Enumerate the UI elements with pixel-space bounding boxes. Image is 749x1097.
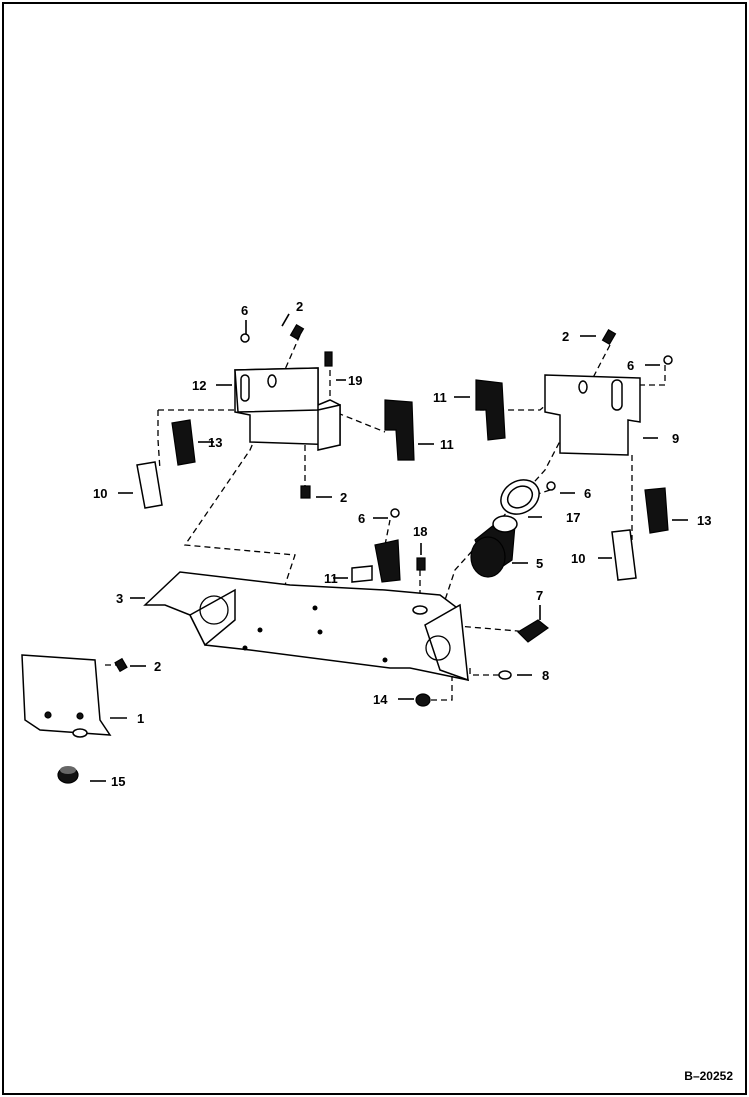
callout-3: 3 [116, 591, 123, 606]
part-15-grommet [57, 766, 79, 784]
part-6-screws [240, 333, 673, 518]
callout-19: 19 [348, 373, 362, 388]
callout-10: 10 [571, 551, 585, 566]
callout-2: 2 [296, 299, 303, 314]
callout-17: 17 [566, 510, 580, 525]
callout-1: 1 [137, 711, 144, 726]
callout-2: 2 [562, 329, 569, 344]
callout-18: 18 [413, 524, 427, 539]
part-7-clip [517, 619, 550, 643]
part-9-right-bracket [544, 374, 641, 456]
part-2-bolts [114, 323, 617, 673]
part-17-seal-ring [500, 479, 540, 515]
callout-labels: 1 2 2 2 2 3 5 6 6 6 6 7 8 9 10 10 11 11 … [93, 299, 711, 789]
callout-12: 12 [192, 378, 206, 393]
callout-15: 15 [111, 774, 125, 789]
part-3-main-frame [143, 571, 469, 682]
part-19-bolt [324, 351, 333, 367]
callout-6: 6 [241, 303, 248, 318]
callout-11: 11 [324, 571, 338, 586]
callout-6: 6 [358, 511, 365, 526]
part-18-bolt [416, 557, 426, 571]
callout-6: 6 [627, 358, 634, 373]
callout-11: 11 [440, 437, 454, 452]
callout-leaders [90, 313, 688, 782]
part-16-latch [351, 539, 401, 583]
callout-5: 5 [536, 556, 543, 571]
callout-13: 13 [697, 513, 711, 528]
part-14-nut [415, 693, 431, 707]
callout-9: 9 [672, 431, 679, 446]
callout-2: 2 [340, 490, 347, 505]
part-10-mount-brackets [136, 461, 637, 581]
part-1-front-plate [21, 654, 112, 738]
part-5-boot [470, 515, 518, 578]
callout-8: 8 [542, 668, 549, 683]
part-12-left-bracket [234, 367, 341, 451]
callout-14: 14 [373, 692, 388, 707]
callout-11: 11 [433, 390, 447, 405]
callout-6: 6 [584, 486, 591, 501]
callout-7: 7 [536, 588, 543, 603]
callout-13: 13 [208, 435, 222, 450]
part-8-screw [498, 670, 512, 680]
callout-2: 2 [154, 659, 161, 674]
part-13-pads [171, 419, 669, 534]
figure-reference: B–20252 [684, 1069, 733, 1083]
part-11-pads [384, 379, 506, 461]
callout-10: 10 [93, 486, 107, 501]
